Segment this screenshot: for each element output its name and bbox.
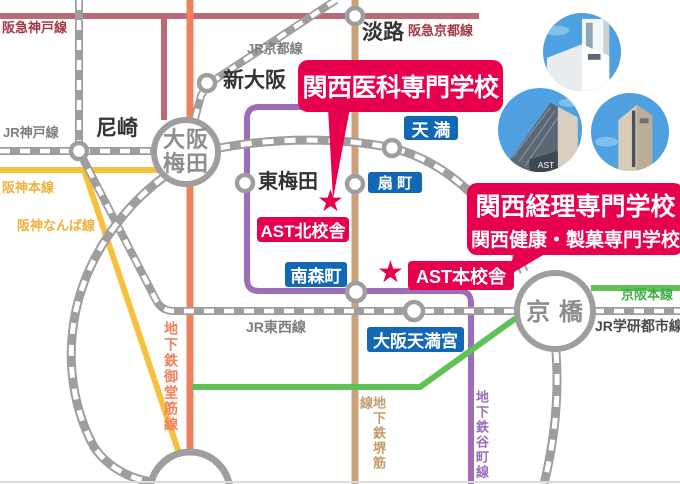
- hanshin-main-line-label: 阪神本線: [2, 180, 55, 195]
- photo-ast-sign: AST: [538, 160, 554, 170]
- amagasaki-station-circle: [68, 140, 90, 162]
- jr-kobe-line-label: JR神戸線: [3, 125, 59, 140]
- osaka-temmangu-station-circle: [402, 299, 426, 323]
- osaka-umeda-name-line1: 大阪: [162, 127, 209, 152]
- hankyu-kobe-line-label: 阪急神戸線: [2, 20, 68, 35]
- jr-tozai-line-label: JR東西線: [246, 319, 306, 335]
- map-bottom-border: [0, 481, 680, 483]
- ast-kita-star-icon: ★: [317, 185, 344, 218]
- campus-photo-stepped-building-image: AST: [498, 88, 582, 172]
- tanimachi-line: [244, 104, 474, 484]
- kansai-keiri-school-callout: 関西経理専門学校 関西健康・製菓専門学校: [467, 183, 680, 255]
- kansai-kenko-seika-school-name: 関西健康・製菓専門学校: [470, 229, 680, 251]
- amagasaki-station-label: 尼崎: [96, 117, 138, 140]
- kyobashi-station-name: 京 橋: [526, 299, 584, 326]
- osaka-umeda-station-name: 大阪 梅田: [152, 128, 220, 176]
- shin-osaka-station-circle: [196, 72, 218, 94]
- hanshin-namba-line: [81, 169, 182, 454]
- osaka-umeda-station-circle: [151, 117, 221, 187]
- jr-tozai-line-dash: [77, 149, 516, 314]
- campus-photo-tan-tower-image: [591, 93, 669, 171]
- ast-kita-campus-badge: AST北校舎: [257, 217, 349, 242]
- higashi-umeda-station-circle: [234, 172, 256, 194]
- campus-photo-tower-image: [543, 13, 621, 91]
- ogimachi-station-badge: 扇 町: [368, 172, 422, 193]
- temma-station-circle: [381, 137, 403, 159]
- shin-osaka-station-label: 新大阪: [223, 69, 286, 92]
- osaka-loop-line-left-dash: [68, 174, 166, 484]
- temma-station-badge: 天 満: [404, 116, 458, 140]
- campus-photo-stepped-building: AST: [498, 88, 582, 172]
- osaka-temmangu-station-badge: 大阪天満宮: [367, 327, 464, 352]
- tanimachi-line-label: 地下鉄谷町線: [474, 390, 489, 480]
- minami-morimachi-station-circle: [344, 280, 368, 304]
- kansai-ika-school-callout: 関西医科専門学校: [298, 60, 503, 112]
- kansai-keiri-school-name: 関西経理専門学校: [475, 192, 676, 221]
- midosuji-line-label: 地下鉄御堂筋線: [163, 321, 179, 433]
- keihan-main-line-label: 京阪本線: [621, 287, 674, 302]
- ika-callout-pointer: [328, 108, 350, 199]
- osaka-loop-line-right-dash: [541, 351, 560, 484]
- kyobashi-station-circle: [514, 270, 596, 352]
- ast-hon-star-icon: ★: [377, 256, 404, 289]
- minami-morimachi-station-badge: 南森町: [285, 262, 347, 287]
- hanshin-namba-line-label: 阪神なんば線: [17, 218, 96, 233]
- higashi-umeda-station-label: 東梅田: [258, 171, 318, 193]
- hankyu-kyoto-line-label: 阪急京都線: [408, 23, 474, 38]
- campus-photo-tower: [543, 13, 621, 91]
- ast-hon-campus-badge: AST本校舎: [408, 261, 514, 290]
- campus-photo-tan-tower: [591, 93, 669, 171]
- namba-station-circle: [147, 448, 233, 484]
- ogimachi-station-circle: [344, 173, 366, 195]
- jr-kyoto-line-label: JR京都線: [247, 41, 303, 56]
- osaka-umeda-name-line2: 梅田: [162, 150, 209, 176]
- sakaisuji-line-label: 地下鉄堺筋線: [358, 396, 386, 471]
- awaji-station-label: 淡路: [362, 21, 404, 44]
- awaji-station-circle: [344, 5, 366, 27]
- jr-gakkentoshi-line-label: JR学研都市線: [595, 318, 680, 334]
- keiri-callout-pointer: [504, 251, 550, 278]
